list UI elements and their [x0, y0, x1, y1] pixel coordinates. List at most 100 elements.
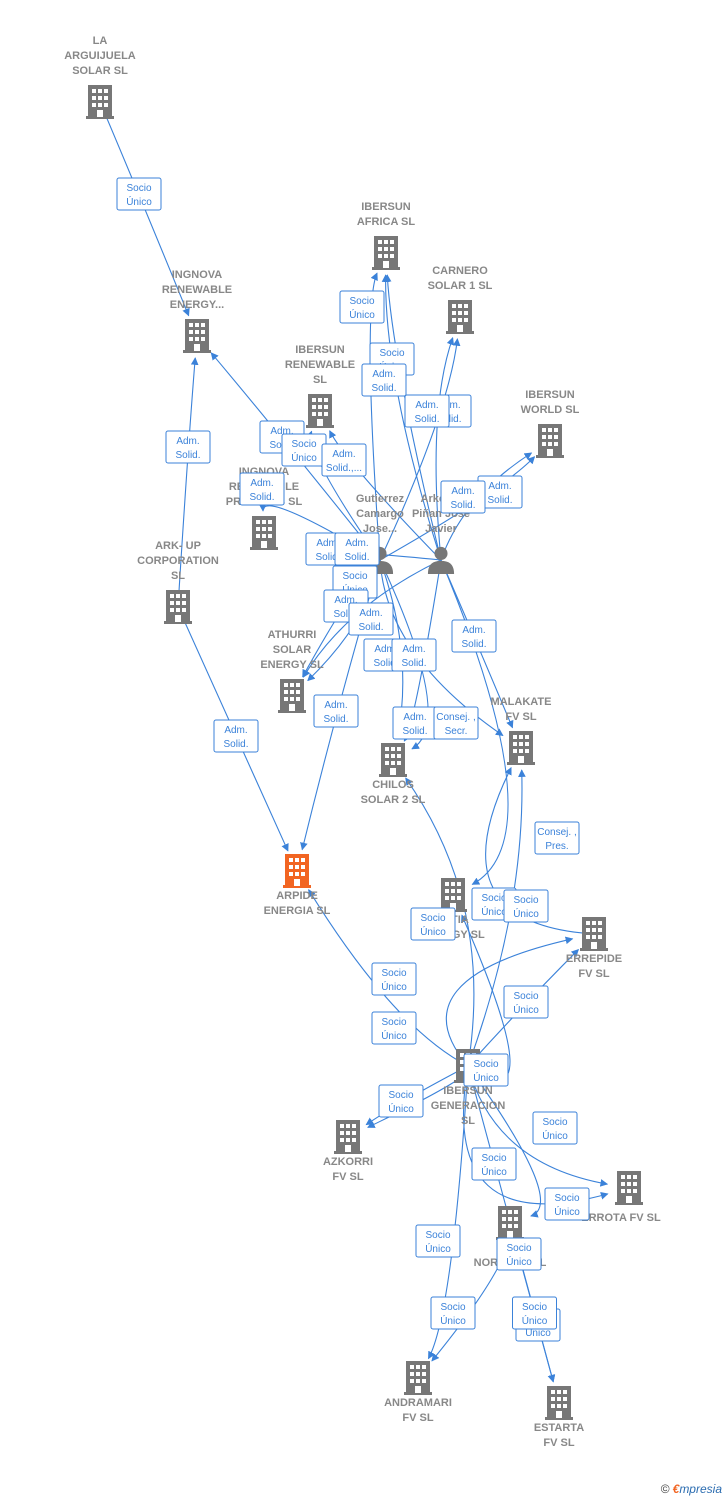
node-label-line: CARNERO — [432, 265, 488, 277]
node-label-line: ENERGY SL — [260, 659, 324, 671]
relation-edge — [485, 766, 595, 935]
relation-label-line: Solid. — [402, 726, 427, 737]
relation-label-line: Adm. — [334, 595, 357, 606]
relation-label-line: Adm. — [488, 481, 511, 492]
relation-label-line: Socio — [481, 1153, 506, 1164]
relation-label[interactable]: Consej. ,Secr. — [433, 706, 479, 740]
node-label-line: ARK- UP — [155, 540, 201, 552]
relation-label-line: Socio — [522, 1302, 547, 1313]
node-errota[interactable]: ERROTA FV SL — [581, 1171, 661, 1224]
relation-label-line: Socio — [473, 1059, 498, 1070]
node-label-line: ARGUIJUELA — [64, 50, 136, 62]
relation-label-line: Único — [440, 1314, 466, 1327]
relation-label[interactable]: Adm.Solid. — [348, 602, 394, 636]
relation-edge — [467, 1065, 542, 1218]
node-label-line: Jose... — [363, 523, 397, 535]
building-icon — [496, 1206, 524, 1240]
relation-label-line: Único — [420, 925, 446, 938]
relation-label[interactable]: Adm.Solid. — [451, 619, 497, 653]
relation-label-line: Solid. — [373, 658, 398, 669]
relation-label[interactable]: Adm.Solid. — [213, 719, 259, 753]
relation-label[interactable]: Adm.Solid. — [440, 480, 486, 514]
relation-label[interactable]: Adm.Solid. — [392, 706, 438, 740]
node-label-line: ENERGY... — [170, 299, 224, 311]
node-label-line: IBERSUN — [443, 1085, 493, 1097]
relation-label-line: Solid. — [358, 622, 383, 633]
relation-label-line: Adm. — [250, 478, 273, 489]
relation-label-line: Solid. — [371, 383, 396, 394]
relation-label[interactable]: Adm.Solid.,... — [321, 443, 367, 477]
building-icon — [379, 743, 407, 777]
relation-label-line: Único — [481, 1165, 507, 1178]
relation-labels-layer: SocioÚnicoAdm.Solid.Adm.Solid.SocioÚnico… — [116, 177, 590, 1342]
relation-label-line: Único — [522, 1314, 548, 1327]
relation-label-line: Solid. — [223, 739, 248, 750]
node-label-line: Gutierrez — [356, 493, 405, 505]
copyright-symbol: © — [660, 1482, 670, 1496]
relation-label[interactable]: Consej. ,Pres. — [534, 821, 580, 855]
relation-label-line: Único — [349, 308, 375, 321]
node-label-line: AZKORRI — [323, 1156, 373, 1168]
relation-label-line: Socio — [542, 1117, 567, 1128]
relation-label-line: Secr. — [445, 726, 468, 737]
relation-label-line: Socio — [554, 1193, 579, 1204]
relation-label[interactable]: Adm.Solid. — [334, 532, 380, 566]
relation-label-line: Solid. — [323, 714, 348, 725]
relation-label-line: Único — [513, 907, 539, 920]
node-label-line: ENERGIA SL — [264, 905, 331, 917]
building-icon — [536, 424, 564, 458]
relation-label-line: Único — [126, 195, 152, 208]
building-icon — [86, 85, 114, 119]
relation-label-line: Único — [554, 1205, 580, 1218]
relation-label[interactable]: Adm.Solid. — [313, 694, 359, 728]
relation-label[interactable]: Adm.Solid. — [165, 430, 211, 464]
empresia-watermark[interactable]: ©€mpresia — [661, 1482, 722, 1496]
relation-label[interactable]: Adm. Solid. — [361, 363, 407, 397]
relation-label[interactable]: Adm.Solid. — [404, 394, 450, 428]
relation-label-line: Socio — [291, 439, 316, 450]
relation-edge — [379, 338, 461, 561]
relation-label-line: Adm. — [332, 449, 355, 460]
relation-label-line: Solid. — [333, 609, 358, 620]
relation-label[interactable]: Adm.Solid. — [239, 472, 285, 506]
relation-label-line: Socio — [425, 1230, 450, 1241]
relation-label-line: Adm. — [372, 369, 395, 380]
node-label-line: IBERSUN — [295, 344, 345, 356]
node-gutierrez[interactable]: GutierrezCamargoJose... — [356, 493, 405, 574]
relation-label-line: Solid. — [414, 414, 439, 425]
node-ingnova-energy[interactable]: INGNOVARENEWABLEENERGY... — [162, 269, 232, 353]
relation-label[interactable]: Adm.Solid. — [391, 638, 437, 672]
